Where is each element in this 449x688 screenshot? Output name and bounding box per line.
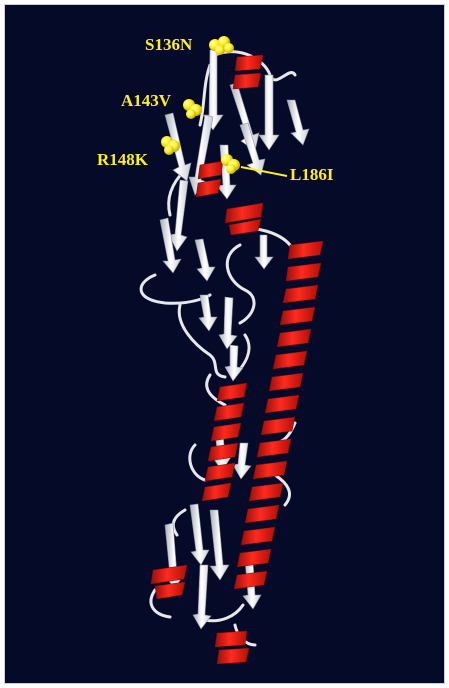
label-r148k: R148K <box>97 150 148 170</box>
label-a143v: A143V <box>121 91 171 111</box>
protein-ribbon-model <box>5 5 445 684</box>
label-s136n: S136N <box>145 35 192 55</box>
l186i-pointer-line <box>241 167 287 176</box>
structure-viewer: S136N A143V R148K L186I <box>4 4 445 684</box>
label-l186i: L186I <box>290 165 333 185</box>
mutation-a143v-marker <box>183 99 202 119</box>
